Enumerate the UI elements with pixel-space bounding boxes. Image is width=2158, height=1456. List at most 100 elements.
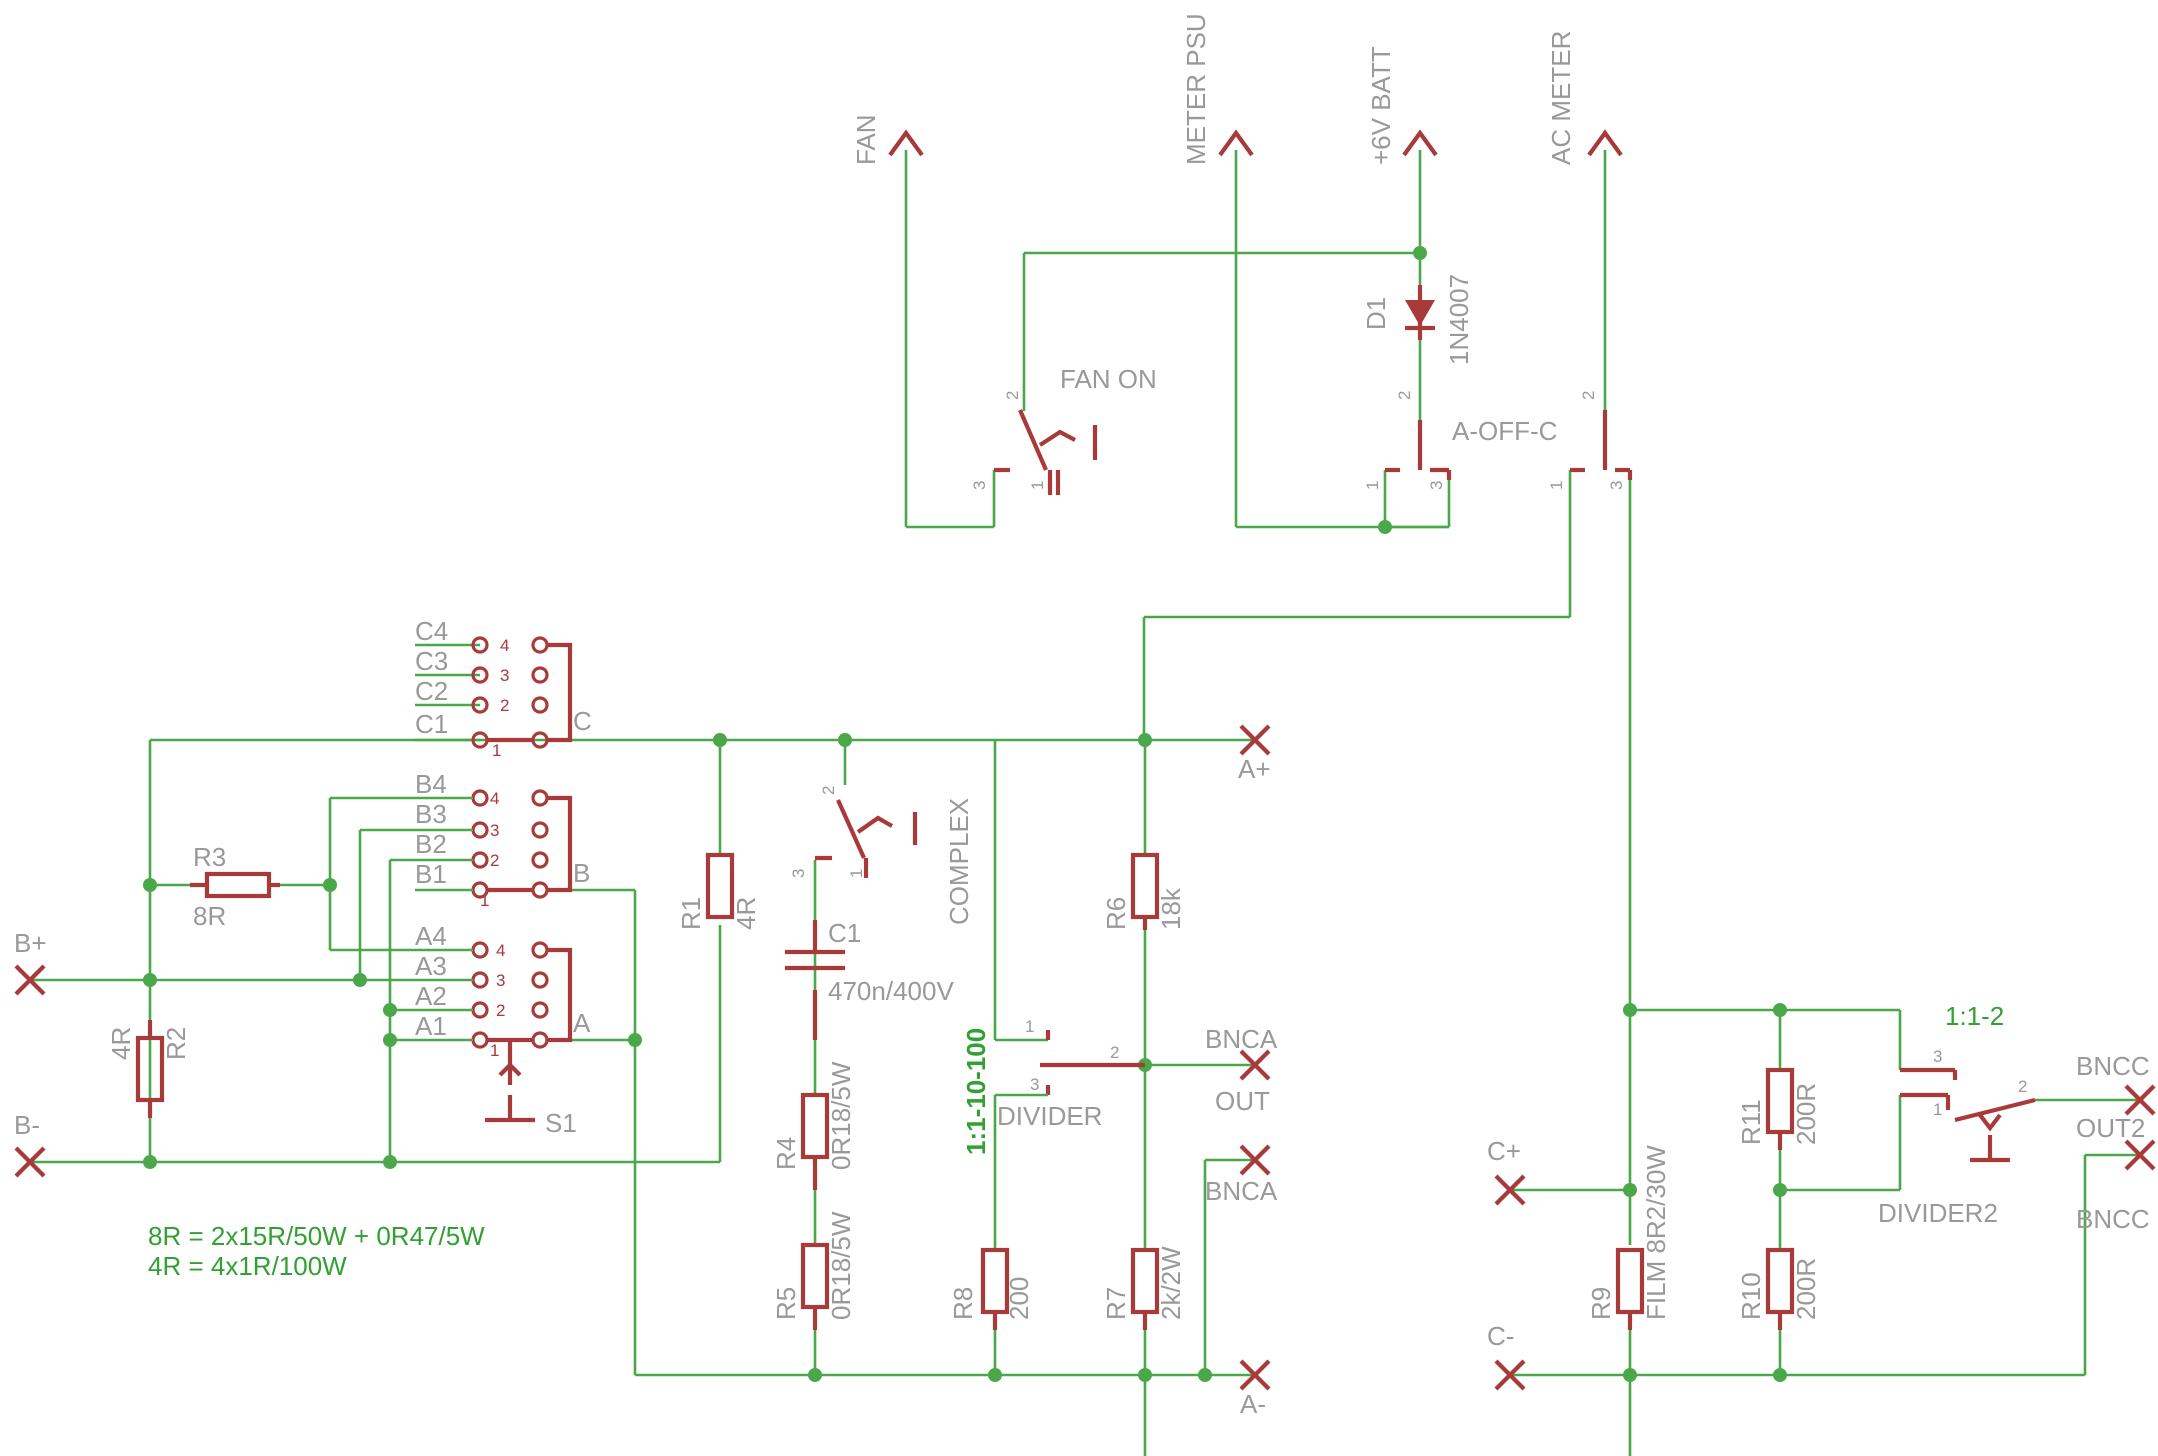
row-c3: C3 [415,646,448,676]
b-minus-label: B- [14,1110,40,1140]
d1-value: 1N4007 [1444,274,1474,365]
c-minus-label: C- [1487,1321,1514,1351]
sw-ac-pin2: 2 [1579,391,1598,400]
common-b: B [573,858,590,888]
sw-fan-pin3: 3 [970,481,989,490]
switch-complex: 2 3 1 COMPLEX [789,786,974,925]
sw-batt-pin2: 2 [1395,391,1414,400]
terminal-bnca-2: BNCA [1205,1144,1278,1206]
bncc-label: BNCC [2076,1051,2150,1081]
switch-batt: 2 1 3 [1363,391,1452,490]
note-line-2: 4R = 4x1R/100W [148,1251,347,1281]
resistor-r2: 4R R2 [106,1020,191,1118]
divider2-ratio: 1:1-2 [1945,1001,2004,1031]
r9-name: R9 [1586,1287,1616,1320]
diode-d1: D1 1N4007 [1361,274,1474,365]
contact-a1: 1 [490,1041,499,1060]
switch-divider2: 3 1 2 1:1-2 DIVIDER2 [1878,1001,2036,1228]
complex-pin3: 3 [789,869,808,878]
sw-fan-pin2: 2 [1003,391,1022,400]
r7-name: R7 [1101,1287,1131,1320]
terminal-a-plus: A+ [1238,724,1271,784]
divider2-label: DIVIDER2 [1878,1198,1998,1228]
c1-value: 470n/400V [828,976,954,1006]
fan-on-label: FAN ON [1060,364,1157,394]
switch-divider: 1 3 2 DIVIDER 1:1-10-100 [961,1017,1145,1155]
r5-value: 0R18/5W [826,1211,856,1320]
terminal-bnca-out: BNCA OUT [1205,1024,1278,1116]
r10-name: R10 [1736,1272,1766,1320]
r6-name: R6 [1101,897,1131,930]
r3-name: R3 [193,842,226,872]
contact-a3: 3 [496,971,505,990]
r8-value: 200 [1004,1277,1034,1320]
terminal-b-minus: B- [14,1110,46,1178]
divider-pin3: 3 [1030,1075,1039,1094]
divider-pin1: 1 [1025,1017,1034,1036]
terminal-bncc-2: BNCC [2076,1139,2156,1234]
row-a4: A4 [415,921,447,951]
row-c1: C1 [415,709,448,739]
complex-label: COMPLEX [944,798,974,925]
supply-6v-batt: +6V BATT [1366,46,1438,165]
junction-dots [143,246,1787,1382]
contact-a4: 4 [496,941,505,960]
supply-ac-meter: AC METER [1546,31,1623,165]
terminal-a-minus: A- [1239,1359,1271,1419]
common-c: C [573,706,592,736]
r8-name: R8 [948,1287,978,1320]
row-b3: B3 [415,799,447,829]
b-plus-label: B+ [14,928,47,958]
d1-name: D1 [1361,297,1391,330]
resistor-r10: R10 200R [1736,1247,1821,1330]
resistor-r3: R3 8R [190,842,280,931]
note-line-1: 8R = 2x15R/50W + 0R47/5W [148,1221,485,1251]
r9-value: FILM 8R2/30W [1641,1145,1671,1320]
row-c4: C4 [415,616,448,646]
selector-switch-s1: C4 C3 C2 C1 B4 B3 B2 B1 A4 A3 A2 A1 4 3 … [415,616,592,1138]
r7-value: 2k/2W [1156,1246,1186,1320]
r10-value: 200R [1791,1258,1821,1320]
r1-value: 4R [731,897,761,930]
contact-b1: 1 [480,891,489,910]
r1-name: R1 [676,897,706,930]
divider-ratio: 1:1-10-100 [961,1028,991,1155]
row-c2: C2 [415,676,448,706]
c1-name: C1 [828,918,861,948]
resistor-r8: R8 200 [948,1247,1034,1330]
r11-name: R11 [1736,1099,1766,1145]
r11-value: 200R [1791,1083,1821,1145]
r6-value: 18k [1156,887,1186,930]
contact-b3: 3 [490,821,499,840]
sw-ac-pin1: 1 [1547,481,1566,490]
s1-label: S1 [545,1108,577,1138]
common-a: A [573,1008,591,1038]
contact-c1: 1 [492,741,501,760]
divider2-pin3: 3 [1933,1047,1942,1066]
r2-name: R2 [161,1027,191,1060]
complex-pin1: 1 [847,869,866,878]
resistor-r9: R9 FILM 8R2/30W [1586,1145,1671,1330]
switch-a-off-c: 2 1 3 A-OFF-C [1452,391,1633,490]
a-plus-label: A+ [1238,754,1271,784]
row-a1: A1 [415,1011,447,1041]
contact-c2: 2 [500,696,509,715]
r5-name: R5 [771,1287,801,1320]
sw-batt-pin1: 1 [1363,481,1382,490]
a-minus-label: A- [1240,1389,1266,1419]
resistor-r11: R11 200R [1736,1067,1821,1150]
wires [30,150,2140,1456]
contact-b2: 2 [490,851,499,870]
divider-label: DIVIDER [997,1101,1102,1131]
out-label: OUT [1215,1086,1270,1116]
row-b1: B1 [415,859,447,889]
terminal-c-minus: C- [1487,1321,1526,1391]
resistor-r4: R4 0R18/5W [771,1061,856,1190]
supply-fan: FAN [851,114,924,165]
bncc2-label: BNCC [2076,1204,2150,1234]
sw-batt-pin3: 3 [1427,481,1446,490]
contact-b4: 4 [490,789,499,808]
row-a2: A2 [415,981,447,1011]
contact-a2: 2 [496,1001,505,1020]
